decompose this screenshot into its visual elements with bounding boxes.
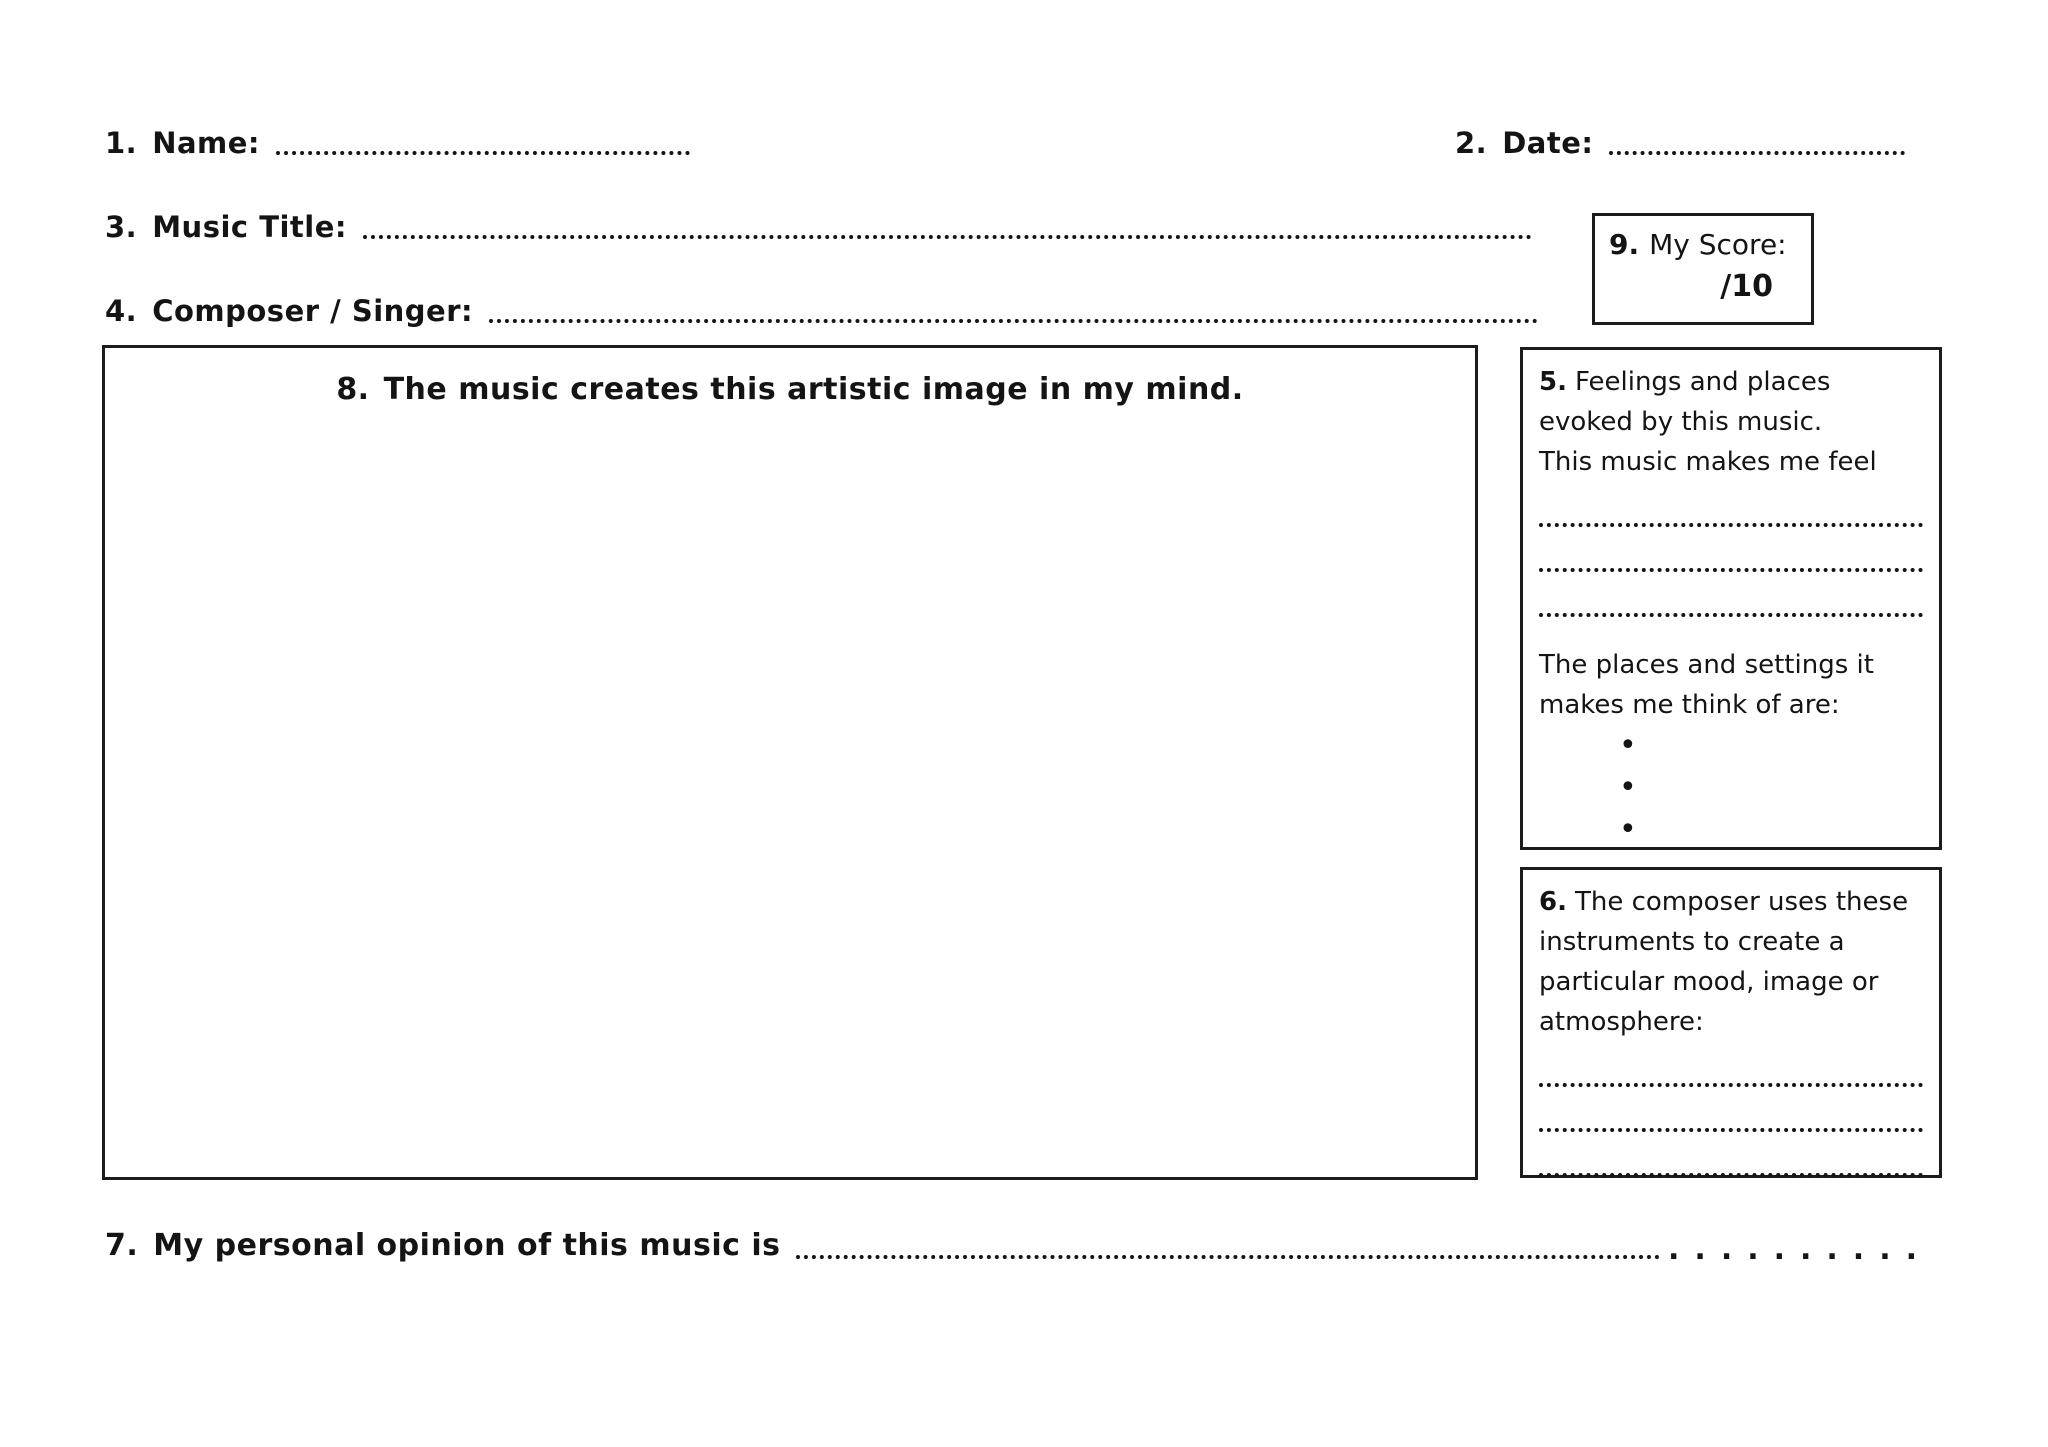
feelings-box: 5.Feelings and places evoked by this mus… [1520, 347, 1942, 850]
instruments-prompt: 6.The composer uses these instruments to… [1539, 882, 1923, 1042]
composer-label: 4. Composer / Singer: [105, 290, 473, 332]
feel-blank-line [1539, 482, 1923, 527]
name-number: 1. [105, 126, 138, 160]
feelings-number: 5. [1539, 367, 1567, 397]
date-number: 2. [1455, 126, 1488, 160]
composer-number: 4. [105, 294, 138, 328]
opinion-tail-dots: .......... [1668, 1232, 1932, 1267]
opinion-label: 7. My personal opinion of this music is [105, 1224, 780, 1268]
music-title-field: 3. Music Title: [105, 206, 1532, 248]
instruments-number: 6. [1539, 887, 1567, 917]
bullet-icon: • [1619, 770, 1637, 805]
opinion-blank-line [796, 1255, 1661, 1259]
opinion-label-text: My personal opinion of this music is [153, 1228, 781, 1263]
instrument-blank-line [1539, 1042, 1923, 1087]
instrument-blank-line [1539, 1087, 1923, 1132]
bullet-icon: • [1619, 728, 1637, 763]
date-label: 2. Date: [1455, 122, 1593, 164]
name-label-text: Name: [152, 126, 261, 160]
artistic-image-title-text: The music creates this artistic image in… [383, 372, 1244, 407]
composer-blank-line [489, 319, 1538, 323]
score-number: 9. [1609, 228, 1640, 261]
instruments-prompt-text: The composer uses these instruments to c… [1539, 887, 1909, 1037]
name-blank-line [276, 151, 690, 155]
places-prompt: The places and settings it makes me thin… [1539, 650, 1874, 720]
score-value: /10 [1720, 269, 1773, 304]
place-bullet-item: • [1539, 725, 1923, 767]
feelings-intro: 5.Feelings and places evoked by this mus… [1539, 362, 1923, 442]
name-label: 1. Name: [105, 122, 260, 164]
music-title-label-text: Music Title: [152, 210, 347, 244]
name-field: 1. Name: [105, 122, 690, 164]
opinion-number: 7. [105, 1228, 139, 1263]
instrument-blank-line [1539, 1132, 1923, 1177]
music-title-label: 3. Music Title: [105, 206, 347, 248]
artistic-image-box: 8. The music creates this artistic image … [102, 345, 1478, 1180]
opinion-field: 7. My personal opinion of this music is .… [105, 1224, 1932, 1268]
feel-prompt: This music makes me feel [1539, 447, 1877, 477]
instruments-box: 6.The composer uses these instruments to… [1520, 867, 1942, 1178]
feelings-intro-text: Feelings and places evoked by this music… [1539, 367, 1831, 437]
score-label-text: My Score: [1649, 228, 1787, 261]
feel-blank-line [1539, 572, 1923, 617]
artistic-image-number: 8. [336, 372, 370, 407]
date-blank-line [1609, 151, 1905, 155]
music-title-blank-line [363, 235, 1532, 239]
date-label-text: Date: [1502, 126, 1594, 160]
feel-blank-line [1539, 527, 1923, 572]
date-field: 2. Date: [1455, 122, 1905, 164]
bullet-icon: • [1619, 812, 1637, 847]
place-bullet-item: • [1539, 809, 1923, 851]
composer-field: 4. Composer / Singer: [105, 290, 1538, 332]
composer-label-text: Composer / Singer: [152, 294, 474, 328]
place-bullet-item: • [1539, 767, 1923, 809]
score-box: 9. My Score: /10 [1592, 213, 1814, 325]
music-title-number: 3. [105, 210, 138, 244]
score-label-line: 9. My Score: [1595, 216, 1811, 266]
artistic-image-title: 8. The music creates this artistic image … [105, 348, 1475, 410]
